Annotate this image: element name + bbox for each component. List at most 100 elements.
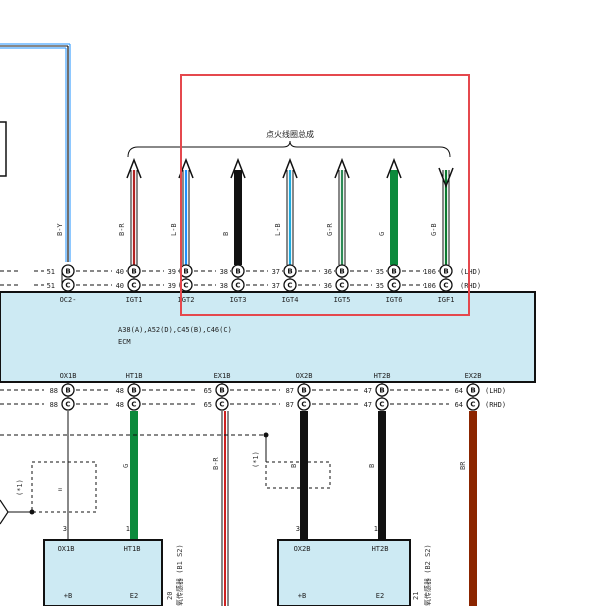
pin-c-igt5: 36: [324, 282, 332, 290]
arrow-igt1: [126, 157, 142, 179]
sensor2-name: 氧传感器 (B2 S2): [423, 544, 432, 606]
sensor2-plus-b: +B: [298, 592, 306, 600]
pin-c-igt3: 38: [220, 282, 228, 290]
pin-b-ex2b: 64: [455, 387, 463, 395]
wire-color-igt4: L-B: [274, 223, 282, 236]
pin-c-igt4: 37: [272, 282, 280, 290]
pin-c-ex2b: 64: [455, 401, 463, 409]
terminal-oc2: 51 51 B C OC2- B-Y: [0, 223, 76, 304]
pin-c-igf1: 106: [423, 282, 436, 290]
connector-c-ex2b: [466, 397, 480, 411]
connector-b-ox1b-letter: B: [65, 387, 70, 395]
wire-color-igt1: B-R: [118, 223, 126, 236]
label-ox1b: OX1B: [60, 372, 77, 380]
connector-b-igt4: [283, 264, 297, 278]
connector-c-ht1b: [127, 397, 141, 411]
sensor2-label-ht: HT2B: [372, 545, 389, 553]
pin-b-igt1: 40: [116, 268, 124, 276]
pin-c-ex1b: 65: [204, 401, 212, 409]
pin-b-igt3: 38: [220, 268, 228, 276]
sensor2-id: 21: [412, 592, 420, 600]
sensor1-label-ht: HT1B: [124, 545, 141, 553]
connector-c-ht2b-letter: C: [379, 401, 384, 409]
sensor1-pin3: 3: [63, 525, 67, 533]
connector-c-igt3-letter: C: [235, 282, 240, 290]
connector-c-igt1: [127, 278, 141, 292]
ecm-connectors: A38(A),A52(D),C45(B),C46(C): [118, 326, 232, 334]
connector-b-igt6: [387, 264, 401, 278]
wire-color-igt6: G: [378, 232, 386, 236]
oc2-pin-c: 51: [47, 282, 55, 290]
sensor1-ht-wire-color: G: [122, 464, 130, 468]
arrow-igt4: [282, 157, 298, 179]
arrow-igf1: [438, 167, 454, 189]
oc2-label: OC2-: [60, 296, 77, 304]
connector-b-ox2b: [297, 383, 311, 397]
connector-c-igt6-letter: C: [391, 282, 396, 290]
connector-c-igf1: [439, 278, 453, 292]
connector-b-igt3-letter: B: [235, 268, 240, 276]
connector-b-igt1-letter: B: [131, 268, 136, 276]
variant-rhd-top: (RHD): [460, 282, 481, 290]
connector-b-ex2b-letter: B: [470, 387, 475, 395]
connector-c-igt6: [387, 278, 401, 292]
connector-b-igt4-letter: B: [287, 268, 292, 276]
connector-c-igt3: [231, 278, 245, 292]
ex1b-wiring: B-R: [0, 411, 266, 606]
connector-c-ht2b: [375, 397, 389, 411]
connector-c-ex2b-letter: C: [470, 401, 475, 409]
ecm-block: [0, 291, 536, 383]
connector-b-igt3: [231, 264, 245, 278]
connector-b-igt6-letter: B: [391, 268, 396, 276]
arrow-igt6: [386, 157, 402, 179]
ex1b-wire-color: B-R: [212, 457, 220, 470]
oc2-connector-c-letter: C: [65, 282, 70, 290]
left-component-box: [0, 121, 7, 177]
pin-b-igt4: 37: [272, 268, 280, 276]
connector-b-ex1b-letter: B: [219, 387, 224, 395]
connector-b-ex2b: [466, 383, 480, 397]
connector-b-igt5-letter: B: [339, 268, 344, 276]
sensor1-pin1: 1: [126, 525, 130, 533]
label-igt4: IGT4: [282, 296, 299, 304]
label-igt1: IGT1: [126, 296, 143, 304]
sensor1-e2: E2: [130, 592, 138, 600]
connector-c-igt5: [335, 278, 349, 292]
oc2-wire-color: B-Y: [56, 223, 64, 236]
sensor1-box: 3 1 OX1B HT1B +B E2 20 氧传感器 (B1 S2): [43, 525, 184, 606]
sensor1-id: 20: [166, 592, 174, 600]
sensor1-plus-b: +B: [64, 592, 72, 600]
pin-b-igf1: 106: [423, 268, 436, 276]
variant-lhd-bottom: (LHD): [485, 387, 506, 395]
variant-lhd-top: (LHD): [460, 268, 481, 276]
label-ht2b: HT2B: [374, 372, 391, 380]
pin-c-igt6: 35: [376, 282, 384, 290]
connector-b-igf1-letter: B: [443, 268, 448, 276]
variant-rhd-bottom: (RHD): [485, 401, 506, 409]
sensor2-box: 3 1 OX2B HT2B +B E2 21 氧传感器 (B2 S2): [277, 525, 432, 606]
sensor2-ht-wire-color: B: [368, 464, 376, 468]
label-igt6: IGT6: [386, 296, 403, 304]
pin-c-ht1b: 48: [116, 401, 124, 409]
connector-c-igt4: [283, 278, 297, 292]
label-ex1b: EX1B: [214, 372, 231, 380]
connector-b-ht2b: [375, 383, 389, 397]
connector-b-ht2b-letter: B: [379, 387, 384, 395]
group-title: 点火线圈总成: [266, 129, 314, 139]
sensor2-pin1: 1: [374, 525, 378, 533]
sensor1-shield-wire: =: [58, 486, 62, 494]
connector-c-ox2b: [297, 397, 311, 411]
label-igt5: IGT5: [334, 296, 351, 304]
pin-b-igt5: 36: [324, 268, 332, 276]
pin-b-ox2b: 87: [286, 387, 294, 395]
top-left-harness: [0, 43, 71, 262]
connector-c-ht1b-letter: C: [131, 401, 136, 409]
ex2b-wiring: BR: [459, 411, 477, 606]
